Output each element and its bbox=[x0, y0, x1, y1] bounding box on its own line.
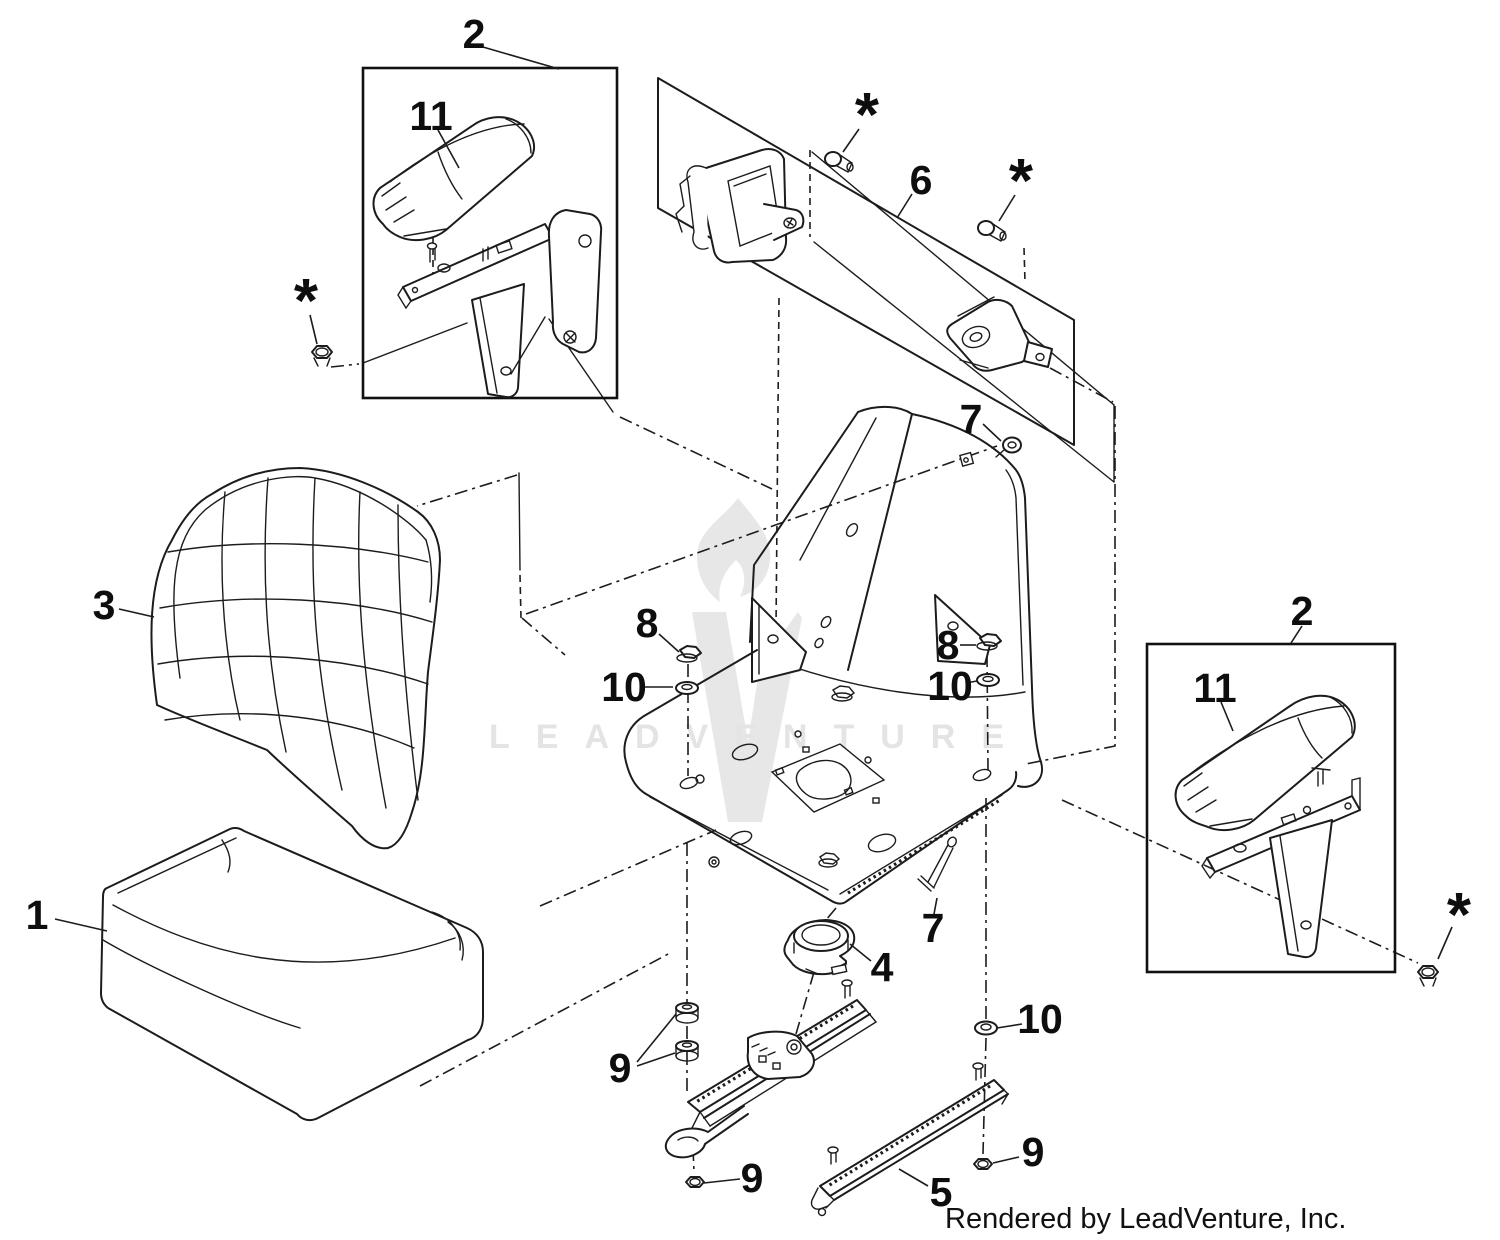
callout-asterisk-right: * bbox=[1447, 881, 1472, 950]
construction-lines bbox=[330, 150, 1419, 1173]
flange-nut-8-left bbox=[676, 645, 702, 663]
seat-belt-kit-panel bbox=[657, 77, 1115, 483]
armrest-bracket-right bbox=[1201, 767, 1361, 959]
callout-8-left: 8 bbox=[636, 600, 659, 646]
slide-rail-right bbox=[810, 1062, 1009, 1217]
spacer-9-left-upper bbox=[675, 1002, 699, 1024]
callout-10-bottom: 10 bbox=[1017, 996, 1063, 1042]
swivel-bushing bbox=[783, 919, 856, 976]
callout-10-left: 10 bbox=[601, 664, 647, 710]
armrest-pad-left bbox=[372, 116, 535, 242]
nut-9-right-front bbox=[973, 1158, 993, 1170]
armrest-kit-box-left bbox=[361, 66, 619, 400]
callout-5-slide-rail: 5 bbox=[930, 1169, 953, 1215]
seat-bottom-cushion bbox=[100, 826, 484, 1122]
armrest-pad-right bbox=[1174, 694, 1356, 832]
callout-7-bottom: 7 bbox=[922, 905, 945, 951]
watermark-flame-icon bbox=[697, 498, 771, 602]
callout-10-right: 10 bbox=[927, 663, 973, 709]
callout-11-pad-right: 11 bbox=[1193, 665, 1236, 711]
seat-belt-retractor bbox=[675, 148, 805, 264]
callout-asterisk-top-1: * bbox=[855, 81, 880, 150]
callout-1-seat-cushion: 1 bbox=[26, 892, 49, 938]
callout-2-armrest-right: 2 bbox=[1291, 588, 1314, 634]
shoulder-bolt-7-bottom bbox=[917, 836, 957, 892]
washer-10-right bbox=[976, 673, 1000, 687]
armrest-bracket-left bbox=[397, 209, 603, 399]
seat-pan-and-frame bbox=[623, 406, 1044, 905]
callout-9-right-front: 9 bbox=[1022, 1129, 1045, 1175]
callout-leader-lines bbox=[54, 46, 1453, 1187]
shoulder-bolt-7-top bbox=[995, 436, 1022, 458]
callout-4-swivel: 4 bbox=[871, 944, 894, 990]
lock-nut-left bbox=[311, 345, 333, 367]
callout-asterisk-left: * bbox=[294, 267, 319, 336]
pan-flange-nut-rear bbox=[831, 685, 856, 702]
watermark-text: LEADVENTURE bbox=[489, 718, 1030, 756]
callout-3-seat-back: 3 bbox=[93, 582, 116, 628]
washer-10-bottom-right bbox=[974, 1020, 998, 1036]
lock-nut-right bbox=[1417, 965, 1439, 987]
belt-bolt-top-left bbox=[824, 151, 854, 173]
callout-9-left-front: 9 bbox=[741, 1155, 764, 1201]
callout-7-top: 7 bbox=[960, 396, 983, 442]
seat-back-cushion bbox=[150, 467, 441, 850]
callout-6-belt-kit: 6 bbox=[910, 157, 933, 203]
washer-10-left bbox=[675, 681, 699, 695]
callout-asterisk-top-2: * bbox=[1009, 147, 1034, 216]
armrest-kit-box-right bbox=[1145, 642, 1397, 974]
callout-2-armrest-left: 2 bbox=[463, 11, 486, 57]
pan-flange-nut-front bbox=[708, 852, 841, 868]
rendered-by-credit: Rendered by LeadVenture, Inc. bbox=[945, 1203, 1346, 1235]
callout-11-pad-left: 11 bbox=[409, 93, 452, 139]
callout-8-right: 8 bbox=[937, 622, 960, 668]
callout-9-spacers-left: 9 bbox=[609, 1045, 632, 1091]
belt-bolt-top-right bbox=[977, 220, 1007, 242]
flange-nut-8-right bbox=[976, 633, 1002, 651]
slide-rail-left bbox=[664, 979, 877, 1159]
spacer-9-left-lower bbox=[675, 1040, 699, 1062]
seat-belt-buckle bbox=[946, 296, 1053, 372]
callout-labels: 2 11 * * 6 * 7 3 8 10 8 10 2 11 * 7 4 9 … bbox=[26, 11, 1472, 1215]
nut-9-left-front bbox=[685, 1176, 705, 1188]
